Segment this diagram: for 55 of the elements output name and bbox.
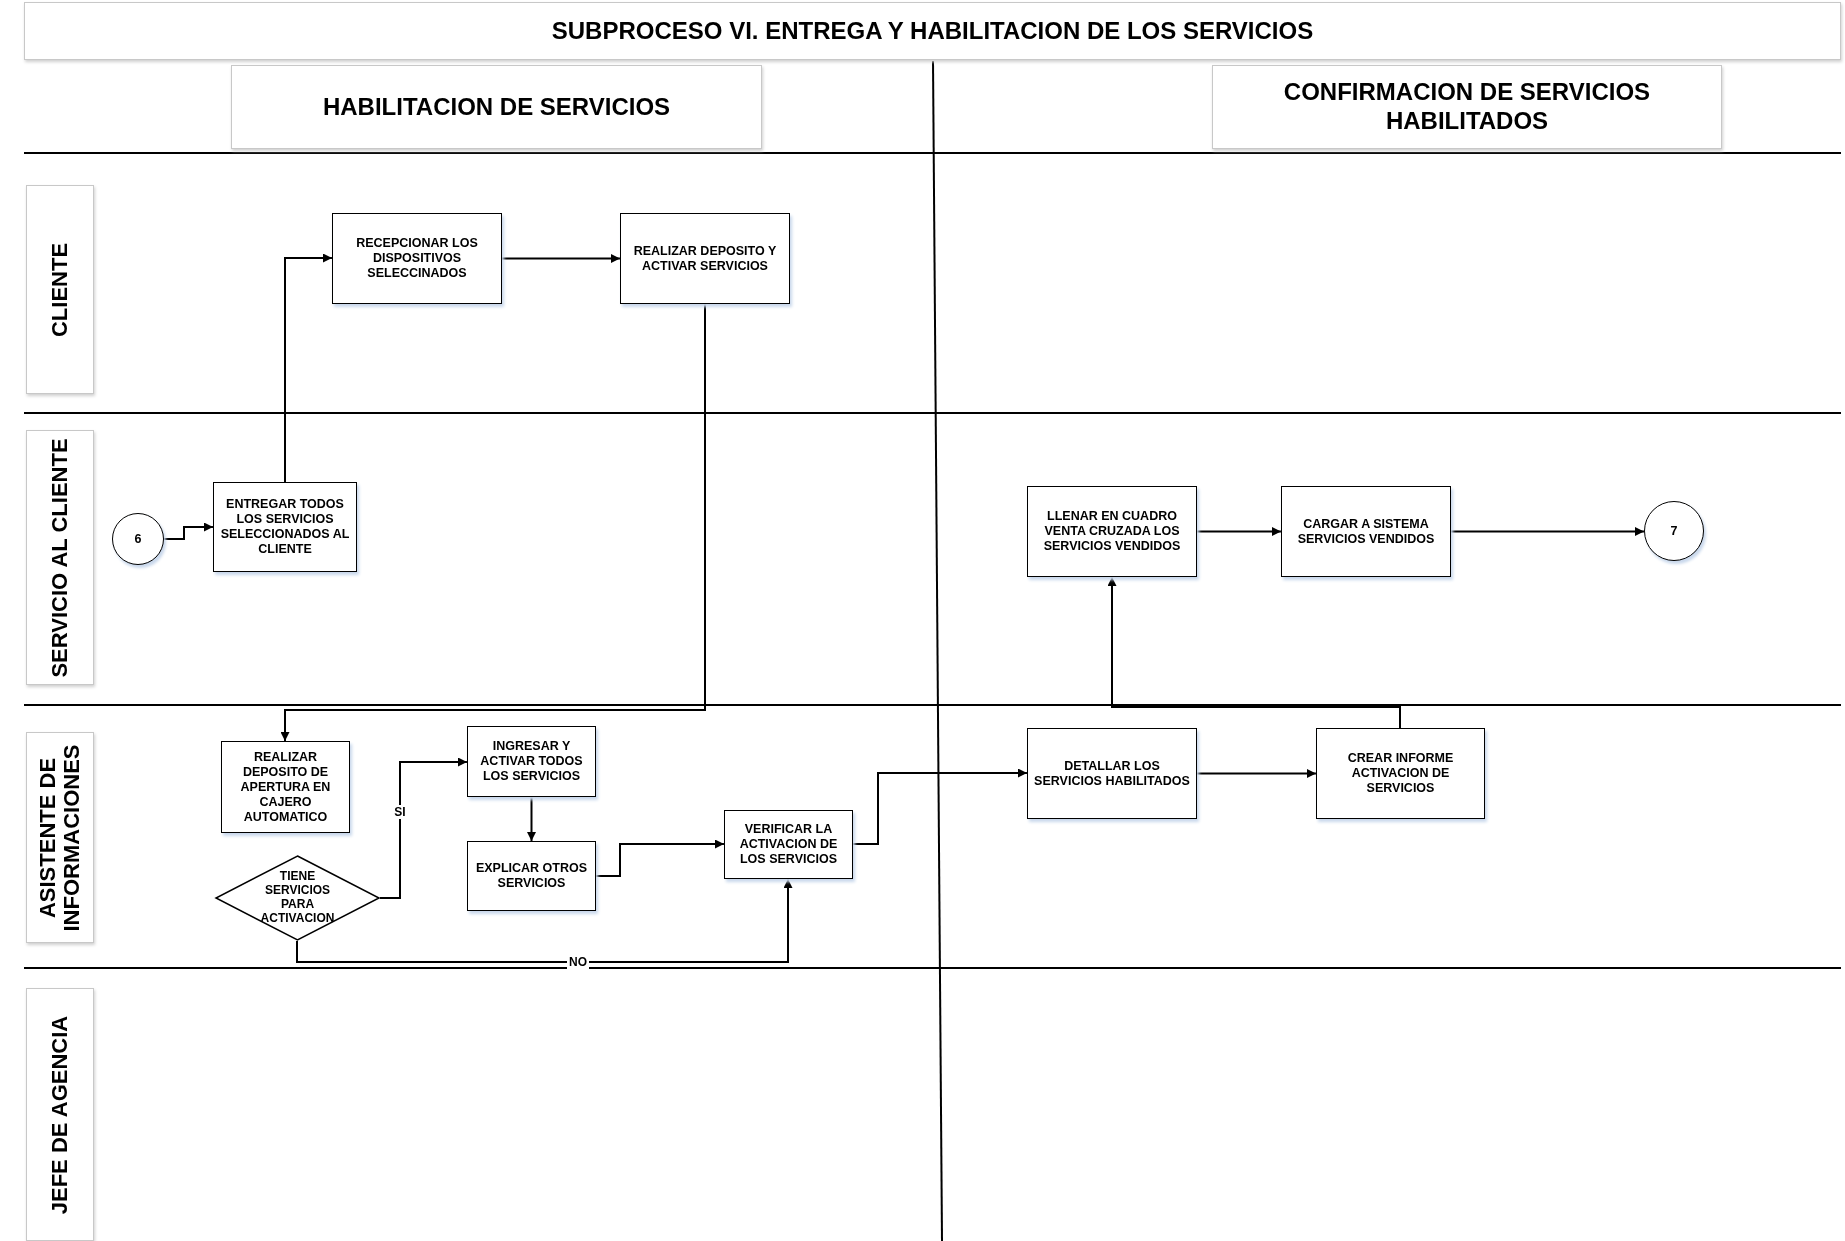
arrow [1107,576,1401,729]
diagram-title: SUBPROCESO VI. ENTREGA Y HABILITACION DE LOS SERVICIOS [551,17,1314,45]
process-box [1316,728,1485,819]
process-box [1027,728,1197,819]
connector-circle [1644,501,1704,561]
process-text: REALIZAR DEPOSITO Y ACTIVAR SERVICIOS [632,243,778,274]
arrow [163,522,214,540]
lane-label: SERVICIO AL CLIENTE [47,436,73,680]
process-box [467,726,596,797]
phase-header [231,65,762,149]
process-text: CARGAR A SISTEMA SERVICIOS VENDIDOS [1296,516,1436,547]
lane-label: ASISTENTE DE INFORMACIONES [35,743,85,933]
decision-text: TIENE SERVICIOS PARA ACTIVACION [259,870,336,926]
process-text: DETALLAR LOS SERVICIOS HABILITADOS [1033,758,1191,789]
arrow [527,796,536,842]
process-text: REALIZAR DEPOSITO DE APERTURA EN CAJERO AUTOMATICO [239,749,332,825]
process-box [1281,486,1451,577]
process-text: LLENAR EN CUADRO VENTA CRUZADA LOS SERVICIOS VENDIDOS [1042,509,1182,554]
phase-title: CONFIRMACION DE SERVICIOS HABILITADOS [1282,78,1652,136]
lane-header [26,988,94,1241]
arrow [284,253,333,483]
process-text: VERIFICAR LA ACTIVACION DE LOS SERVICIOS [738,822,839,867]
arrow [595,839,725,877]
process-box [213,482,357,572]
arrow [1196,527,1282,536]
lane-header [26,732,94,943]
process-box [467,841,596,911]
edge-label: NO [567,955,589,969]
arrow [379,757,468,899]
process-text: CREAR INFORME ACTIVACION DE SERVICIOS [1346,751,1455,796]
process-box [620,213,790,304]
process-text: INGRESAR Y ACTIVAR TODOS LOS SERVICIOS [479,739,584,784]
edge-label: SI [392,805,408,819]
lane-label: JEFE DE AGENCIA [47,1014,73,1216]
arrow [501,254,621,263]
arrow [1196,769,1317,778]
phase-title: HABILITACION DE SERVICIOS [322,92,671,122]
process-text: EXPLICAR OTROS SERVICIOS [474,861,589,891]
arrow [280,303,706,742]
process-box [1027,486,1197,577]
process-box [221,741,350,833]
process-text: RECEPCIONAR LOS DISPOSITIVOS SELECCINADOS [355,236,479,281]
lane-header [26,185,94,394]
process-box [724,810,853,879]
lane-header [26,430,94,685]
process-text: ENTREGAR TODOS LOS SERVICIOS SELECCIONADOS AL CLIENTE [219,497,351,557]
process-box [332,213,502,304]
connector-number: 7 [1670,524,1678,538]
arrow [296,878,793,963]
arrow [1450,527,1645,536]
phase-header [1212,65,1722,149]
lane-label: CLIENTE [47,241,73,339]
connector-circle [112,513,164,565]
connector-number: 6 [134,532,142,546]
arrow [852,768,1028,845]
